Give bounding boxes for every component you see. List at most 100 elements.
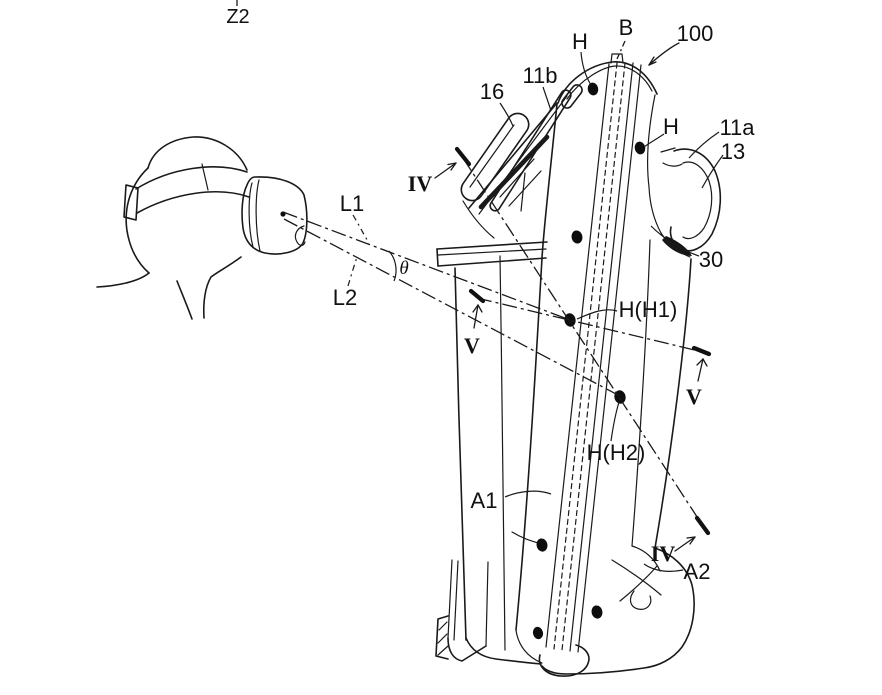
label-v-left: V	[464, 333, 480, 358]
hmd-rim-line-2	[255, 179, 261, 252]
marker-dot-bottom-right	[591, 605, 603, 619]
strut-line-4	[520, 172, 526, 212]
strip-top-cap	[610, 53, 624, 64]
construction-lines	[236, 0, 712, 552]
crossbar-cap	[436, 248, 439, 267]
label-30: 30	[699, 247, 723, 272]
leader-11a	[688, 131, 720, 159]
rail-11b-cap	[561, 84, 583, 109]
iv-tick-left	[454, 146, 472, 167]
sight-line-l1	[282, 211, 571, 321]
bulge-edge-30	[660, 232, 691, 258]
device-right-edge	[654, 258, 692, 549]
section-line-v	[476, 297, 704, 353]
device-left-inner-edge	[499, 255, 506, 651]
hmd-strap-top	[135, 166, 248, 190]
label-l2: L2	[333, 285, 357, 310]
leader-h-top	[580, 51, 592, 86]
strut-line-1	[462, 200, 495, 239]
leader-h-h1	[576, 309, 618, 320]
leader-l1	[352, 214, 370, 244]
label-iv-bottom: IV	[651, 541, 676, 566]
foot-flange	[435, 615, 449, 660]
label-l1: L1	[340, 191, 364, 216]
leader-a2	[643, 563, 684, 572]
leader-30	[650, 225, 700, 257]
crossbar	[436, 241, 548, 267]
v-tick-left	[468, 288, 486, 304]
crossbar-bottom	[437, 257, 547, 267]
chest-line	[176, 280, 193, 320]
ref-100-arrow	[648, 42, 680, 66]
label-a1: A1	[471, 488, 498, 513]
strip-line-5	[577, 64, 642, 653]
leader-h-right	[643, 133, 665, 148]
device-right-inner-line	[631, 239, 651, 547]
device-left-outer-edge	[454, 267, 467, 641]
neck-front	[202, 256, 242, 319]
foot-top-edge	[631, 545, 661, 572]
shoulder-line	[96, 272, 150, 288]
crossbar-mid	[437, 248, 547, 256]
theta-arc	[388, 250, 397, 282]
label-11b: 11b	[522, 63, 557, 88]
label-leaders	[347, 51, 724, 572]
device-topleft-accent	[478, 134, 550, 210]
leader-l2	[347, 256, 358, 287]
iv-tick-right	[694, 515, 711, 536]
label-v-right: V	[686, 384, 702, 409]
hmd-strap-seam	[201, 163, 209, 191]
label-16: 16	[480, 79, 504, 104]
panel-bottom	[447, 637, 487, 662]
device-body	[435, 53, 722, 677]
center-strip	[545, 53, 642, 653]
notch-11a-line-1	[660, 147, 676, 153]
device-top-dome	[557, 61, 658, 104]
label-11a: 11a	[719, 115, 755, 140]
label-13: 13	[721, 139, 745, 164]
hmd-goggles-outline	[241, 176, 308, 255]
section-line-iv	[462, 157, 704, 527]
foot-cross-line-1	[611, 559, 662, 596]
foot-tab	[629, 590, 652, 610]
label-h-right: H	[663, 114, 679, 139]
tracking-markers	[532, 82, 646, 640]
person-figure	[96, 136, 308, 320]
strut-line-3	[508, 170, 542, 207]
label-100: 100	[677, 21, 714, 46]
panel-line-3	[485, 561, 489, 647]
strip-line-2	[553, 62, 618, 650]
v-left-arrow	[472, 304, 483, 329]
head-back	[125, 167, 150, 274]
strut-line-2	[499, 158, 535, 198]
leader-13	[701, 154, 724, 189]
label-b: B	[619, 15, 634, 40]
label-iv-left: IV	[408, 171, 433, 196]
right-panel-line	[647, 94, 662, 234]
marker-dot-top	[587, 82, 599, 96]
hmd-strap-bottom	[136, 191, 250, 214]
marker-dot-mid-upper	[571, 230, 583, 244]
pad-16-ridge	[469, 124, 515, 188]
panel-line-2	[453, 560, 459, 641]
label-h-h2: H(H2)	[587, 440, 646, 465]
label-h-h1: H(H1)	[619, 297, 678, 322]
strip-line-4	[569, 62, 634, 652]
leader-11b	[542, 86, 552, 112]
v-right-arrow	[696, 358, 708, 382]
foot-cross-line-2	[619, 565, 658, 602]
leader-a1	[504, 490, 552, 498]
bottom-left-edge	[465, 637, 542, 665]
flange-hatch-1	[438, 621, 448, 631]
b-leader-line	[616, 40, 626, 60]
flange-hatch-2	[437, 633, 448, 644]
face-bottom-curve	[515, 629, 543, 664]
v-tick-right	[691, 345, 712, 357]
panel-line-1	[447, 559, 453, 639]
hmd-strap-buckle	[123, 184, 139, 221]
iv-left-arrow	[434, 162, 457, 179]
handle-13-inner	[682, 161, 713, 240]
notch-11a-line-2	[662, 162, 683, 167]
